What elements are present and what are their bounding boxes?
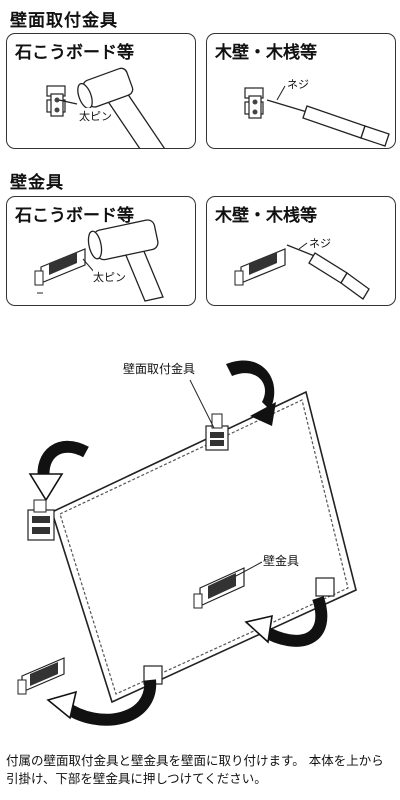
callout-pin: 太ピン bbox=[93, 269, 126, 285]
bracket-pin-illustration bbox=[34, 219, 164, 302]
wall-hook-left bbox=[27, 499, 55, 541]
section-title-wall-bracket: 壁金具 bbox=[10, 173, 64, 193]
wall-bracket-center bbox=[193, 561, 263, 609]
instruction-caption: 付属の壁面取付金具と壁金具を壁面に取り付けます。 本体を上から引掛け、下部を壁金… bbox=[6, 753, 384, 786]
panel-bracket-wood: 木壁・木桟等 ネジ bbox=[206, 196, 396, 306]
callout-screw: ネジ bbox=[309, 235, 331, 251]
label-wall-bracket: 壁金具 bbox=[262, 552, 301, 569]
label-wall-hook: 壁面取付金具 bbox=[122, 360, 197, 377]
panel-title: 石こうボード等 bbox=[15, 206, 134, 226]
callout-pin: 太ピン bbox=[79, 108, 112, 124]
hook-pin-illustration bbox=[46, 67, 165, 148]
wall-bracket-lower bbox=[17, 657, 65, 695]
panel-bracket-plasterboard: 石こうボード等 太ピン bbox=[6, 196, 196, 306]
panel-title: 石こうボード等 bbox=[15, 43, 134, 63]
wall-hook-top bbox=[189, 379, 229, 451]
hook-screw-illustration bbox=[244, 85, 390, 147]
display-panel bbox=[51, 390, 357, 704]
panel-title: 木壁・木桟等 bbox=[215, 43, 317, 63]
panel-clip bbox=[315, 577, 335, 597]
panel-hook-plasterboard: 石こうボード等 太ピン bbox=[6, 33, 196, 149]
bracket-screw-illustration bbox=[234, 242, 370, 300]
section-title-wall-hook: 壁面取付金具 bbox=[10, 11, 118, 31]
panel-hook-wood: 木壁・木桟等 ネジ bbox=[206, 33, 396, 149]
callout-screw: ネジ bbox=[287, 76, 309, 92]
installation-illustration bbox=[17, 360, 357, 726]
panel-title: 木壁・木桟等 bbox=[215, 206, 317, 226]
